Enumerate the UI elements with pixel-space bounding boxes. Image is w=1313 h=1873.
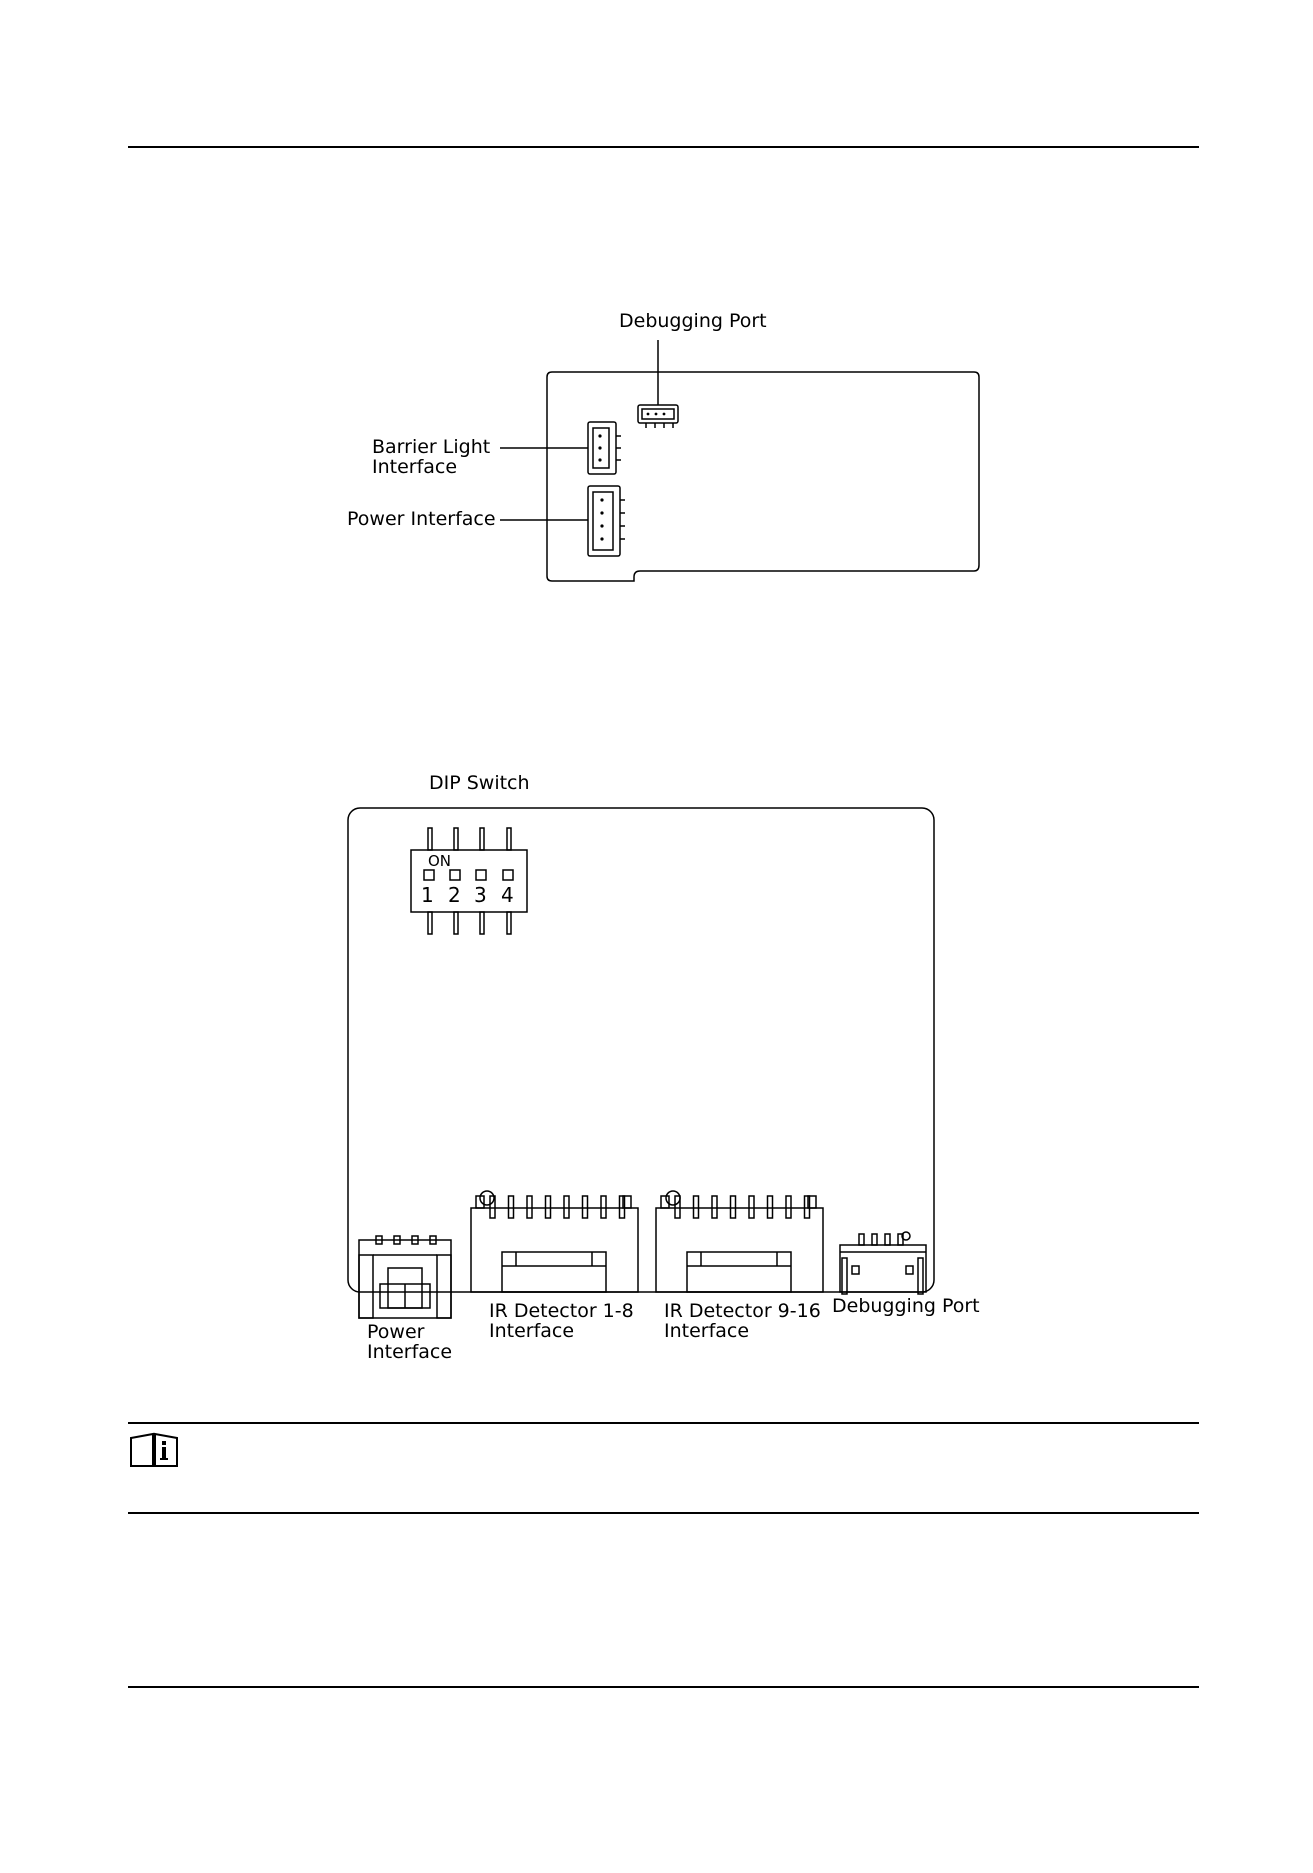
note-top-rule bbox=[128, 1422, 1199, 1424]
dip-number-2: 2 bbox=[448, 885, 461, 905]
ir-pin-2-1 bbox=[675, 1196, 680, 1218]
dip-number-4: 4 bbox=[501, 885, 514, 905]
ir-pin-1-4 bbox=[546, 1196, 551, 1218]
ir-detector-1-8-label: IR Detector 1-8 bbox=[489, 1301, 634, 1321]
ir-detector-1-8-label-line2: Interface bbox=[489, 1321, 574, 1341]
dip-on-label: ON bbox=[428, 851, 451, 871]
ir-pin-1-5 bbox=[564, 1196, 569, 1218]
ir-pin-2-6 bbox=[768, 1196, 773, 1218]
footer-rule bbox=[128, 1686, 1199, 1688]
ir-pin-2-2 bbox=[694, 1196, 699, 1218]
ir-pin-1-3 bbox=[527, 1196, 532, 1218]
debugging-port-label-2: Debugging Port bbox=[832, 1296, 980, 1316]
ir-pin-2-7 bbox=[786, 1196, 791, 1218]
dip-switch bbox=[411, 828, 527, 934]
ir-pin-1-2 bbox=[509, 1196, 514, 1218]
note-info-icon bbox=[129, 1432, 179, 1468]
power-interface-label-2-line2: Interface bbox=[367, 1342, 452, 1362]
debugging-port-connector-2 bbox=[840, 1232, 926, 1294]
dip-number-3: 3 bbox=[474, 885, 487, 905]
board-diagram-2 bbox=[0, 0, 1313, 1400]
ir-pin-2-8 bbox=[805, 1196, 810, 1218]
power-connector-2 bbox=[359, 1236, 451, 1318]
board-outline-2 bbox=[348, 808, 934, 1292]
ir-pin-1-1 bbox=[490, 1196, 495, 1218]
ir-detector-9-16-connector bbox=[656, 1191, 823, 1292]
ir-pin-2-5 bbox=[749, 1196, 754, 1218]
ir-pin-2-4 bbox=[731, 1196, 736, 1218]
note-bottom-rule bbox=[128, 1512, 1199, 1514]
power-interface-label-2: Power bbox=[367, 1322, 424, 1342]
dip-number-1: 1 bbox=[421, 885, 434, 905]
ir-detector-9-16-label-line2: Interface bbox=[664, 1321, 749, 1341]
ir-detector-9-16-label: IR Detector 9-16 bbox=[664, 1301, 821, 1321]
dip-switch-label: DIP Switch bbox=[429, 773, 530, 793]
ir-pin-1-8 bbox=[620, 1196, 625, 1218]
ir-pin-1-6 bbox=[583, 1196, 588, 1218]
ir-pin-2-3 bbox=[712, 1196, 717, 1218]
ir-pin-1-7 bbox=[601, 1196, 606, 1218]
ir-detector-1-8-connector bbox=[471, 1191, 638, 1292]
